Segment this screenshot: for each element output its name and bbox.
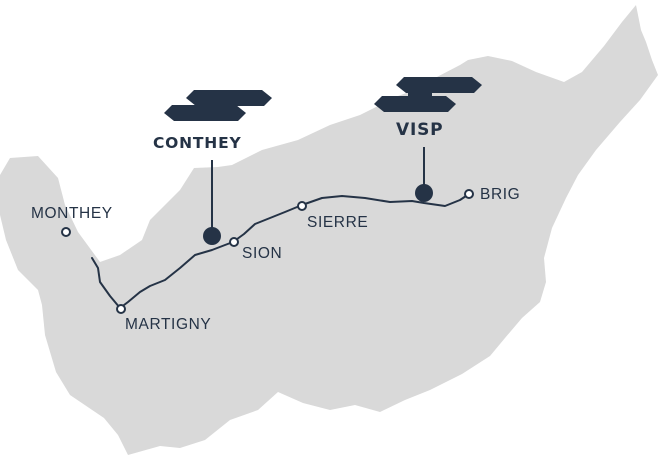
town-label-martigny: MARTIGNY xyxy=(125,316,211,333)
brand-logo-icon xyxy=(164,90,272,121)
town-marker-brig xyxy=(464,189,474,199)
town-monthey: MONTHEY xyxy=(31,205,113,237)
town-label-sion: SION xyxy=(242,245,282,262)
town-martigny: MARTIGNY xyxy=(116,304,211,333)
canton-region xyxy=(0,5,658,455)
town-marker-monthey xyxy=(61,227,71,237)
town-label-sierre: SIERRE xyxy=(307,214,368,231)
town-marker-sierre xyxy=(297,201,307,211)
town-marker-martigny xyxy=(116,304,126,314)
town-marker-sion xyxy=(229,237,239,247)
site-visp[interactable]: VISP xyxy=(374,77,482,202)
town-label-monthey: MONTHEY xyxy=(31,205,113,222)
town-sion: SION xyxy=(229,237,282,262)
town-label-brig: BRIG xyxy=(480,186,520,203)
town-sierre: SIERRE xyxy=(297,201,368,231)
town-brig: BRIG xyxy=(464,186,520,203)
site-pin-visp[interactable] xyxy=(415,184,433,202)
site-conthey[interactable]: CONTHEY xyxy=(153,90,272,245)
site-label-conthey: CONTHEY xyxy=(153,134,241,152)
site-label-visp: VISP xyxy=(396,120,443,140)
site-pin-conthey[interactable] xyxy=(203,227,221,245)
brand-logo-icon xyxy=(374,77,482,112)
